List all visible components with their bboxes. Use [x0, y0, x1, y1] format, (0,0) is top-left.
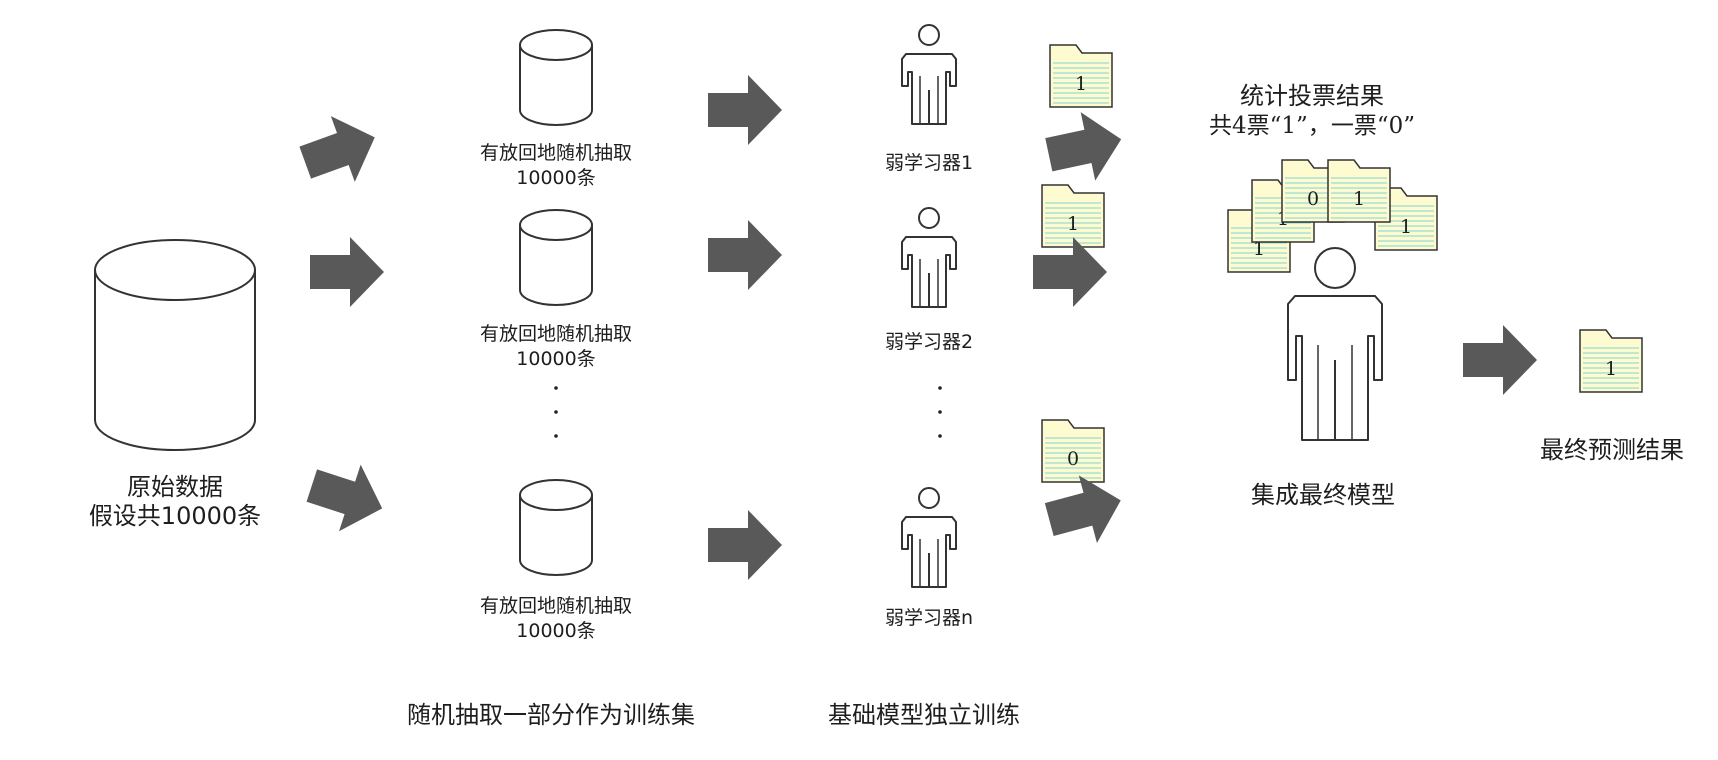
stack-note-1: 1: [1227, 209, 1291, 273]
svg-text:1: 1: [1400, 216, 1412, 238]
arrow-to-sample-2: [310, 237, 384, 307]
weak-learner-2-icon: [901, 207, 957, 308]
stack-note-3: 0: [1281, 159, 1345, 223]
weak-learner-1-icon: [901, 24, 957, 125]
sample-count-2: 10000条: [516, 348, 595, 370]
sample-count-3: 10000条: [516, 620, 595, 642]
arrow-to-sample-1: [293, 104, 387, 196]
svg-text:1: 1: [1253, 238, 1265, 260]
learner-ellipsis: [938, 386, 942, 438]
sample-label-2: 有放回地随机抽取: [480, 323, 632, 345]
stage-training-caption: 基础模型独立训练: [828, 701, 1020, 729]
stage-sampling-caption: 随机抽取一部分作为训练集: [407, 701, 695, 729]
vote-summary-title: 统计投票结果: [1240, 82, 1384, 110]
ensemble-model-label: 集成最终模型: [1251, 481, 1395, 509]
stack-note-4: 1: [1327, 159, 1391, 223]
svg-text:1: 1: [1067, 213, 1079, 235]
svg-text:1: 1: [1353, 188, 1365, 210]
final-result-label: 最终预测结果: [1540, 436, 1684, 464]
sample-ellipsis: [554, 386, 558, 438]
vote-stack: 1 1 1 0 1: [1227, 159, 1438, 273]
arrow-to-learner-2: [708, 220, 782, 290]
svg-text:0: 0: [1307, 188, 1319, 210]
final-result-note: 1: [1579, 329, 1643, 393]
weak-learner-1-label: 弱学习器1: [885, 152, 973, 174]
vote-summary-detail: 共4票“1”，一票“0”: [1209, 113, 1415, 139]
source-data-label: 原始数据: [127, 473, 223, 501]
sample-database-icon-1: [519, 29, 593, 126]
arrow-to-final: [1463, 325, 1537, 395]
sample-label-3: 有放回地随机抽取: [480, 595, 632, 617]
sample-count-1: 10000条: [516, 167, 595, 189]
weak-learner-n-icon: [901, 487, 957, 588]
vote-note-n: 0: [1041, 419, 1105, 483]
stack-note-5: 1: [1374, 187, 1438, 251]
svg-text:1: 1: [1075, 73, 1087, 95]
sample-database-icon-3: [519, 479, 593, 576]
weak-learner-n-label: 弱学习器n: [885, 607, 973, 629]
vote-note-2: 1: [1041, 184, 1105, 248]
svg-text:0: 0: [1067, 448, 1079, 470]
sample-database-icon-2: [519, 209, 593, 306]
vote-note-1: 1: [1049, 44, 1113, 108]
source-database-icon: [94, 239, 256, 451]
arrow-to-learner-1: [708, 75, 782, 145]
arrow-to-vote-1: [1041, 105, 1129, 189]
ensemble-model-icon: [1287, 247, 1383, 441]
arrow-to-learner-n: [708, 510, 782, 580]
arrow-to-sample-3: [300, 452, 394, 542]
sample-label-1: 有放回地随机抽取: [480, 142, 632, 164]
svg-text:1: 1: [1605, 358, 1617, 380]
weak-learner-2-label: 弱学习器2: [885, 331, 973, 353]
source-data-count: 假设共10000条: [89, 502, 261, 530]
